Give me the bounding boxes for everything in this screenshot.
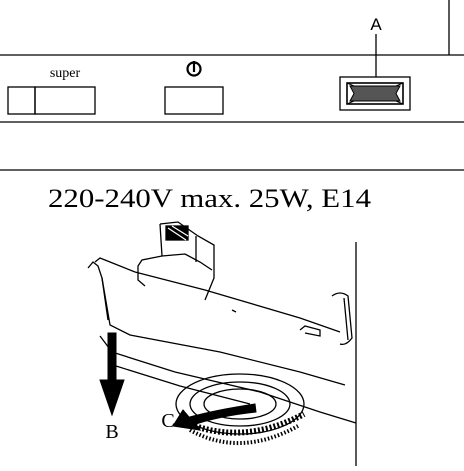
- arrow-b: [99, 332, 125, 417]
- callout-b-label: B: [105, 421, 118, 443]
- bulb: [137, 221, 353, 346]
- power-icon: [186, 61, 202, 77]
- bulb-spec-text: 220-240V max. 25W, E14: [48, 184, 371, 213]
- arrow-c: [172, 403, 257, 431]
- control-panel: [0, 0, 464, 171]
- callout-c-label: C: [161, 410, 174, 432]
- left-button-partial[interactable]: [7, 86, 36, 115]
- super-button[interactable]: [34, 86, 96, 115]
- button-row: [7, 86, 224, 115]
- switch-a[interactable]: [339, 76, 411, 111]
- power-button[interactable]: [164, 86, 224, 115]
- callout-a-label: A: [370, 15, 382, 34]
- knob[interactable]: [175, 373, 306, 446]
- super-label: super: [50, 66, 81, 81]
